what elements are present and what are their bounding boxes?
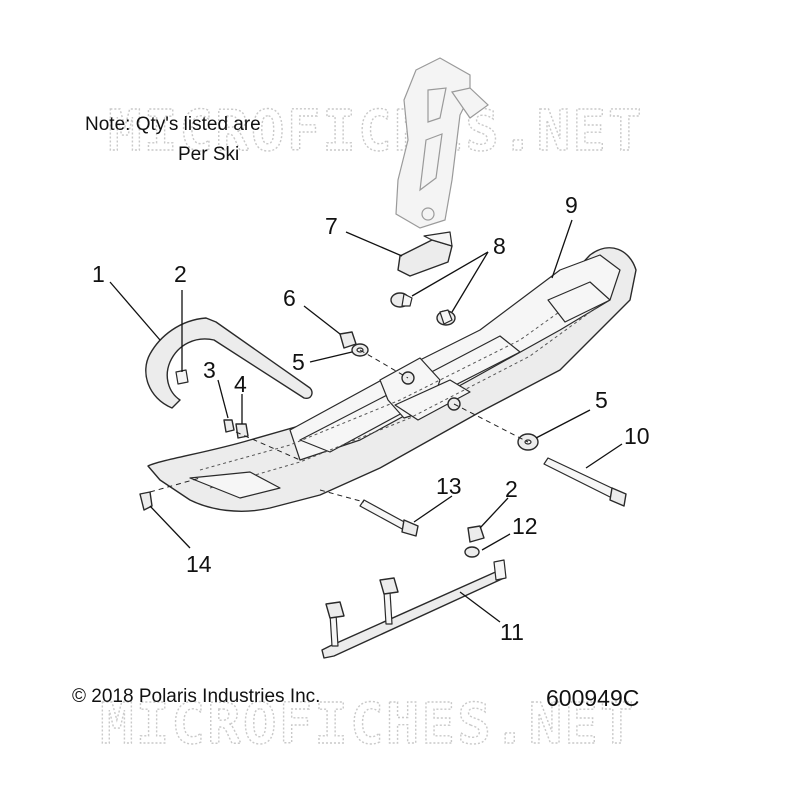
washer-part-12 — [464, 546, 480, 558]
callout-14: 14 — [186, 551, 212, 577]
callout-1: 1 — [92, 261, 105, 287]
ski-loop-part — [145, 317, 313, 409]
nut-part-2-lower — [467, 525, 485, 543]
nut-part-4 — [235, 423, 249, 439]
assembly-lines — [149, 349, 529, 503]
callout-4: 4 — [234, 371, 247, 397]
callout-13: 13 — [436, 473, 462, 499]
note-line-1: Note: Qty's listed are — [85, 114, 261, 135]
runner-part-11 — [321, 559, 507, 659]
callout-9: 9 — [565, 192, 578, 218]
callout-7: 7 — [325, 213, 338, 239]
bolt-part-8-a — [390, 292, 413, 308]
bolt-part-3 — [223, 419, 235, 433]
bolt-part-13 — [359, 499, 419, 537]
figure-number: 600949C — [546, 685, 639, 711]
callout-8: 8 — [493, 233, 506, 259]
bolt-part-8-b — [436, 309, 456, 326]
ski — [147, 247, 637, 512]
callout-10: 10 — [624, 423, 650, 449]
bolt-part-10 — [543, 457, 627, 507]
callout-2-lower: 2 — [505, 476, 518, 502]
leader-lines — [109, 219, 623, 623]
callout-3: 3 — [203, 357, 216, 383]
callout-5-right: 5 — [595, 387, 608, 413]
bumper-part-7 — [397, 231, 453, 277]
callout-11: 11 — [500, 619, 524, 645]
copyright-text: © 2018 Polaris Industries Inc. — [72, 686, 320, 707]
pin-part-14 — [139, 491, 153, 511]
watermark-top: MICROFICHES.NET — [108, 99, 644, 164]
nut-part-6 — [339, 331, 357, 349]
spindle-ghost — [395, 57, 489, 229]
callout-6: 6 — [283, 285, 296, 311]
watermark-bottom: MICROFICHES.NET — [100, 692, 636, 757]
callout-5-upper: 5 — [292, 349, 305, 375]
callout-12: 12 — [512, 513, 538, 539]
callout-2-upper: 2 — [174, 261, 187, 287]
note-line-2: Per Ski — [178, 144, 239, 165]
